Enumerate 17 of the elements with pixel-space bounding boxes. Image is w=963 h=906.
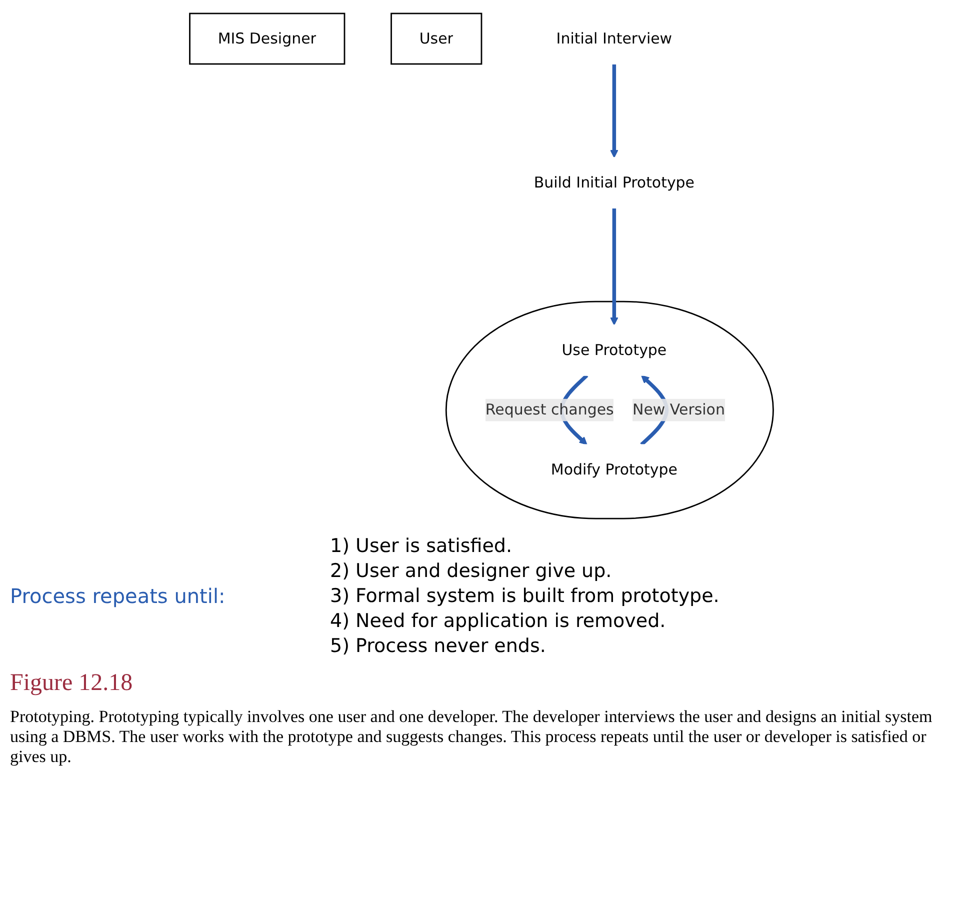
- caption: Prototyping. Prototyping typically involves one user and one developer. The developer interviews the user and designs an initial system using a DBMS. The user works with the prototype and suggests changes. This process repeats until the user or developer is satisfied or gives up.: [10, 707, 934, 767]
- list-item: 5) Process never ends.: [330, 635, 547, 657]
- node-text: Use Prototype: [562, 340, 667, 359]
- flowchart-diagram: Request changes New Version MIS Designer User Initial Interview Build Initial Prototype Use Prototype Modify Prototype: [10, 6, 953, 526]
- list-intro: Process repeats until:: [10, 584, 226, 608]
- arrow: [610, 64, 618, 158]
- node-text: Initial Interview: [556, 29, 672, 48]
- node-text: Modify Prototype: [550, 460, 678, 478]
- node-box: [390, 12, 482, 65]
- node-text: Build Initial Prototype: [534, 173, 695, 192]
- node-box: [189, 12, 346, 65]
- list-item: 3) Formal system is built from prototype.: [330, 585, 720, 607]
- figure-number: Figure 12.18: [10, 670, 134, 697]
- arrow: [610, 208, 618, 326]
- list-item: 4) Need for application is removed.: [330, 610, 667, 632]
- list-item: 2) User and designer give up.: [330, 560, 613, 582]
- list-item: 1) User is satisfied.: [330, 535, 514, 557]
